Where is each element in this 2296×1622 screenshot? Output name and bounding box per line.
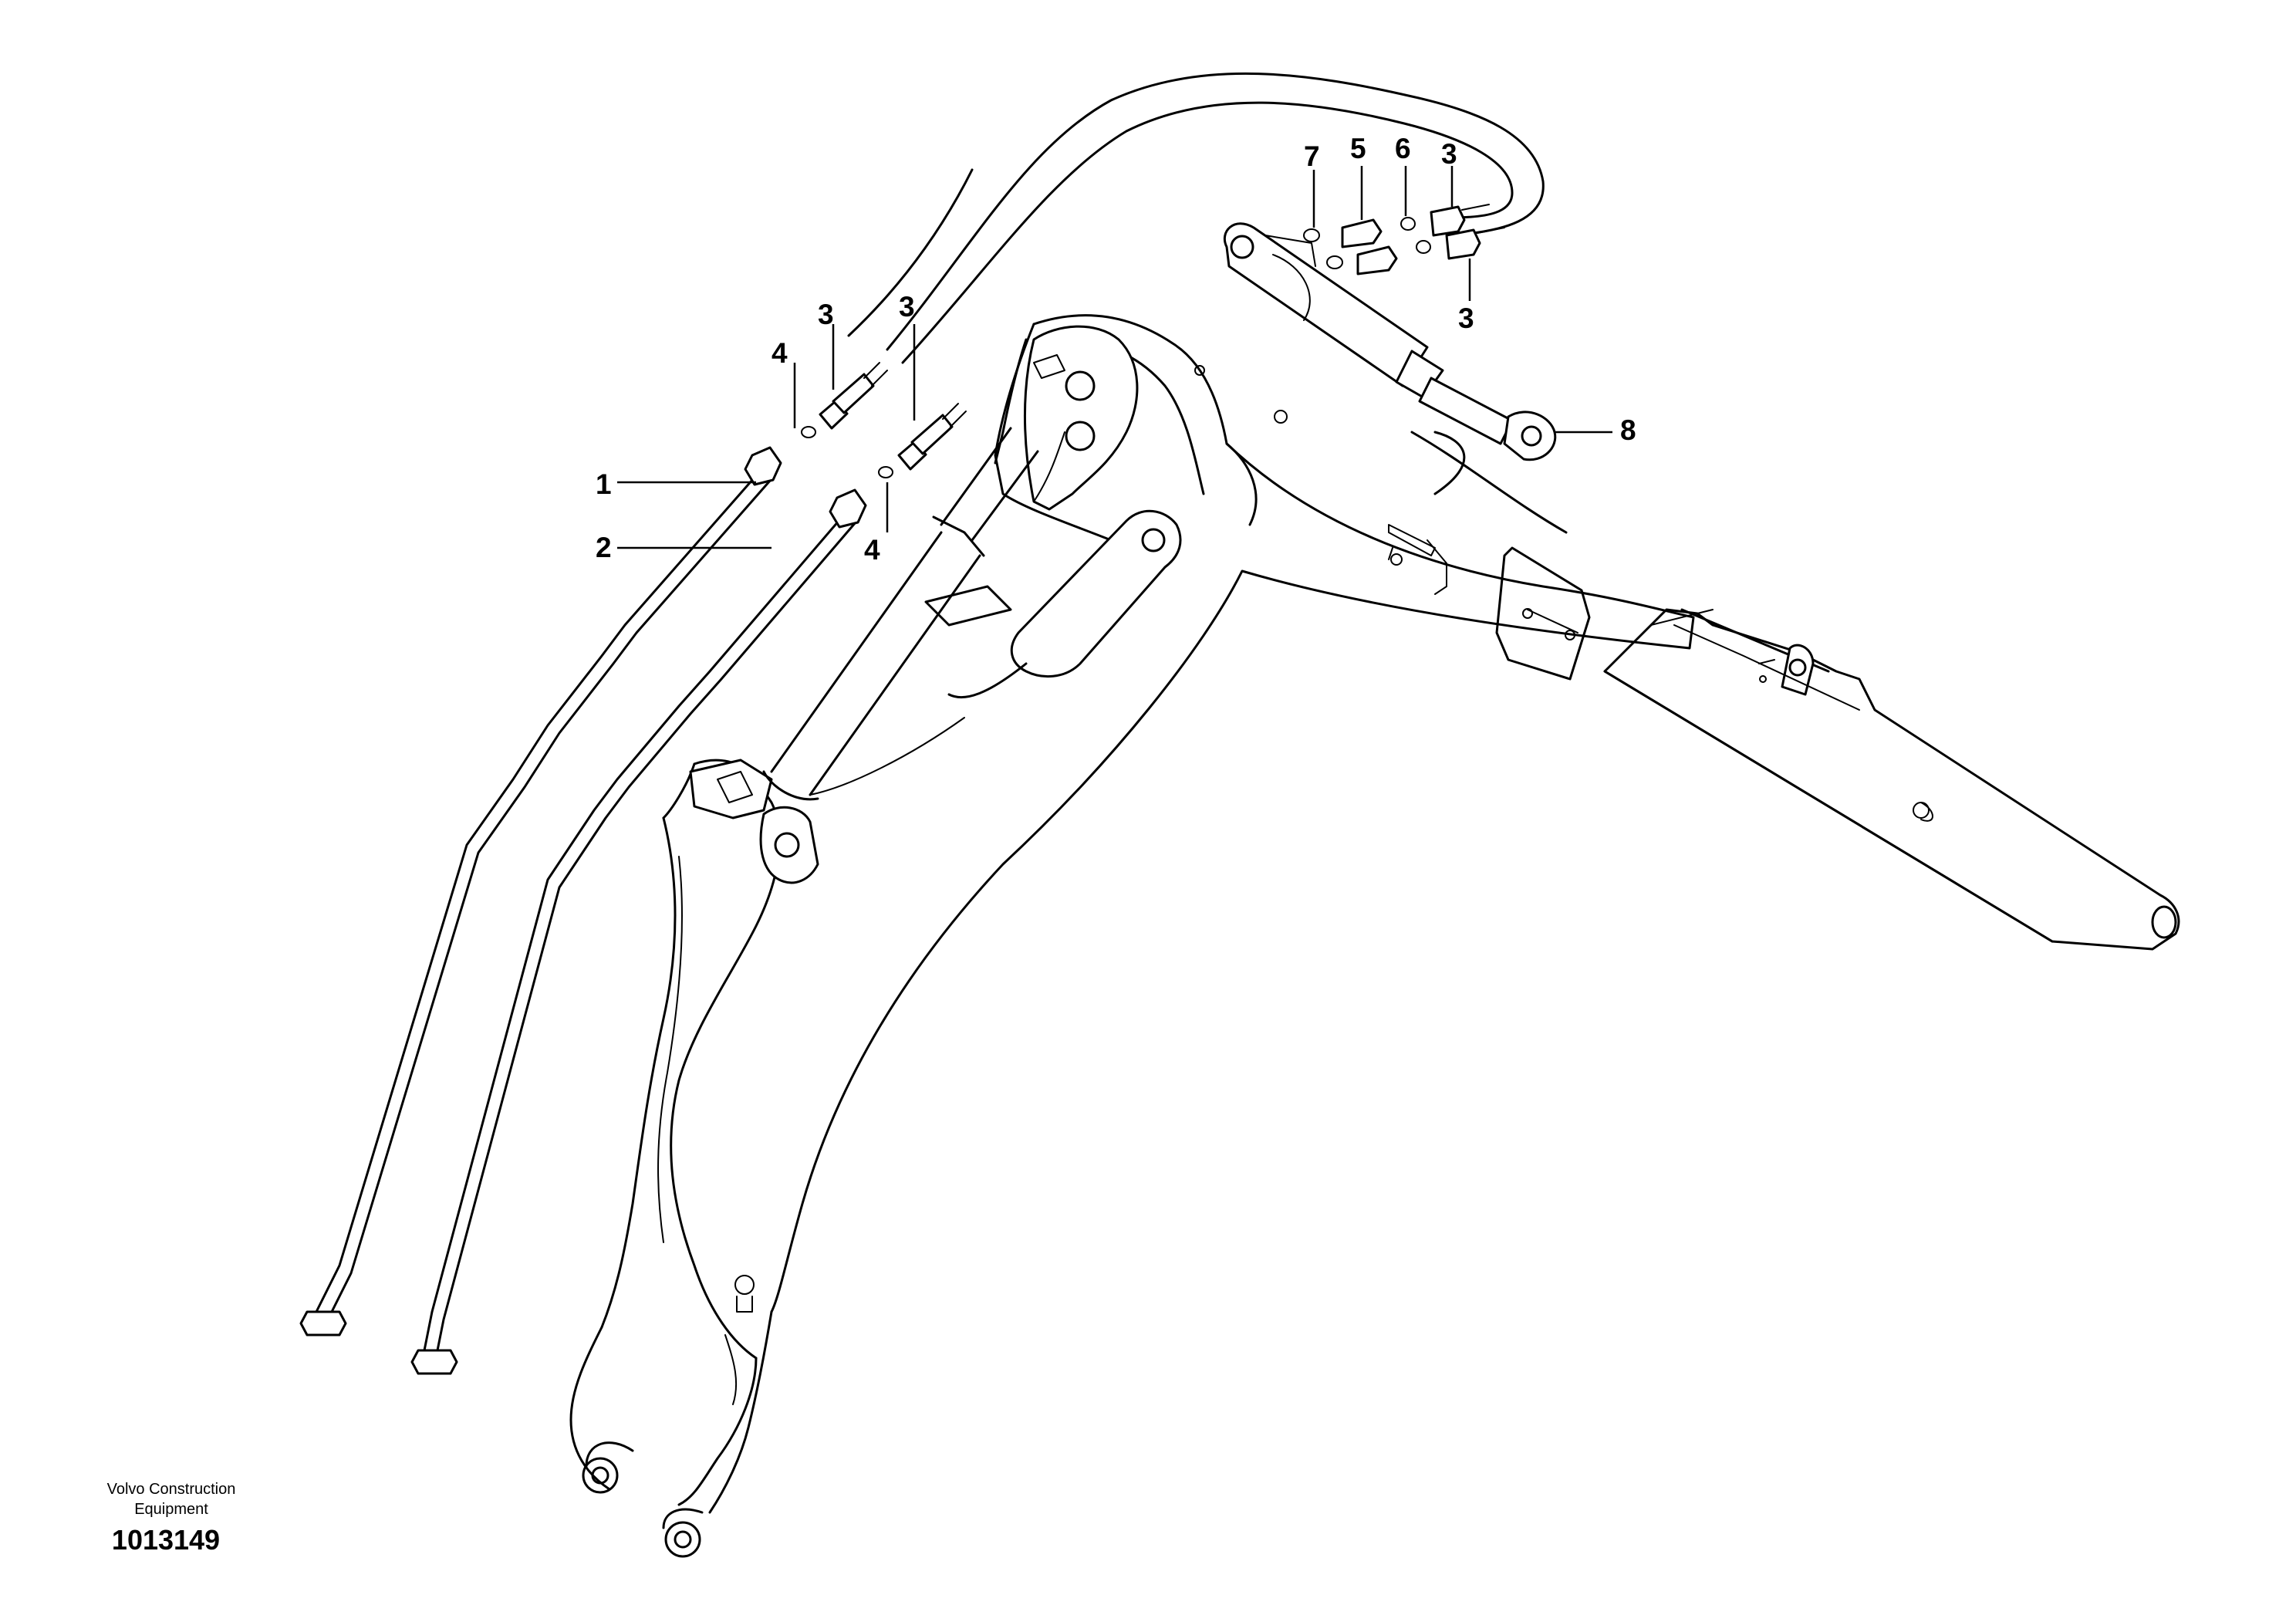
attachment-bar — [1603, 608, 2180, 951]
callout-3-left-b: 3 — [899, 291, 915, 323]
callouts: 1 2 3 3 4 4 7 5 6 3 3 8 — [596, 133, 1636, 566]
callout-5: 5 — [1350, 133, 1366, 164]
callout-3-right-top: 3 — [1441, 138, 1457, 170]
hose-loop — [847, 72, 1545, 364]
footer: Volvo Construction Equipment 1013149 — [107, 1481, 236, 1556]
leaders — [617, 166, 1612, 549]
fittings-right — [1303, 204, 1505, 275]
brand-line-2: Equipment — [134, 1501, 208, 1518]
boom-cylinder — [762, 427, 1039, 801]
callout-6: 6 — [1395, 133, 1411, 164]
pipes — [299, 446, 867, 1375]
callout-4-bottom: 4 — [864, 534, 880, 566]
boom — [770, 314, 1695, 1313]
callout-3-left-a: 3 — [818, 299, 834, 330]
callout-2: 2 — [596, 532, 612, 563]
callout-1: 1 — [596, 468, 612, 500]
drawing-number: 1013149 — [112, 1524, 220, 1556]
stick-arm — [569, 759, 819, 1558]
gas-cylinder — [1224, 222, 1557, 461]
brand-line-1: Volvo Construction — [107, 1481, 236, 1498]
callout-8: 8 — [1620, 414, 1636, 446]
fittings-left — [801, 362, 967, 478]
callout-7: 7 — [1304, 140, 1320, 172]
linkage — [924, 509, 1182, 699]
callout-3-right-bottom: 3 — [1458, 302, 1474, 334]
callout-4-top: 4 — [772, 337, 788, 369]
